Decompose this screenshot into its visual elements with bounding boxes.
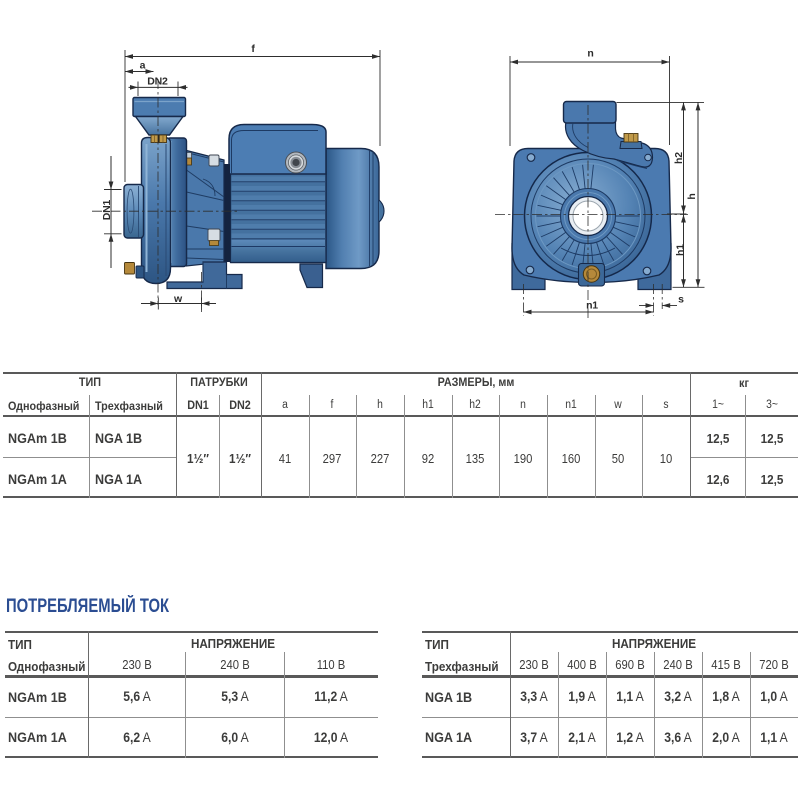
svg-text:DN1: DN1 xyxy=(101,199,113,220)
svg-text:f: f xyxy=(251,43,255,55)
svg-text:h2: h2 xyxy=(673,152,685,164)
svg-text:n: n xyxy=(587,48,593,60)
svg-text:a: a xyxy=(140,60,146,72)
svg-text:n1: n1 xyxy=(586,300,598,312)
svg-text:h: h xyxy=(686,193,698,199)
svg-text:w: w xyxy=(173,293,183,305)
svg-text:s: s xyxy=(678,294,684,306)
svg-text:h1: h1 xyxy=(675,244,687,256)
